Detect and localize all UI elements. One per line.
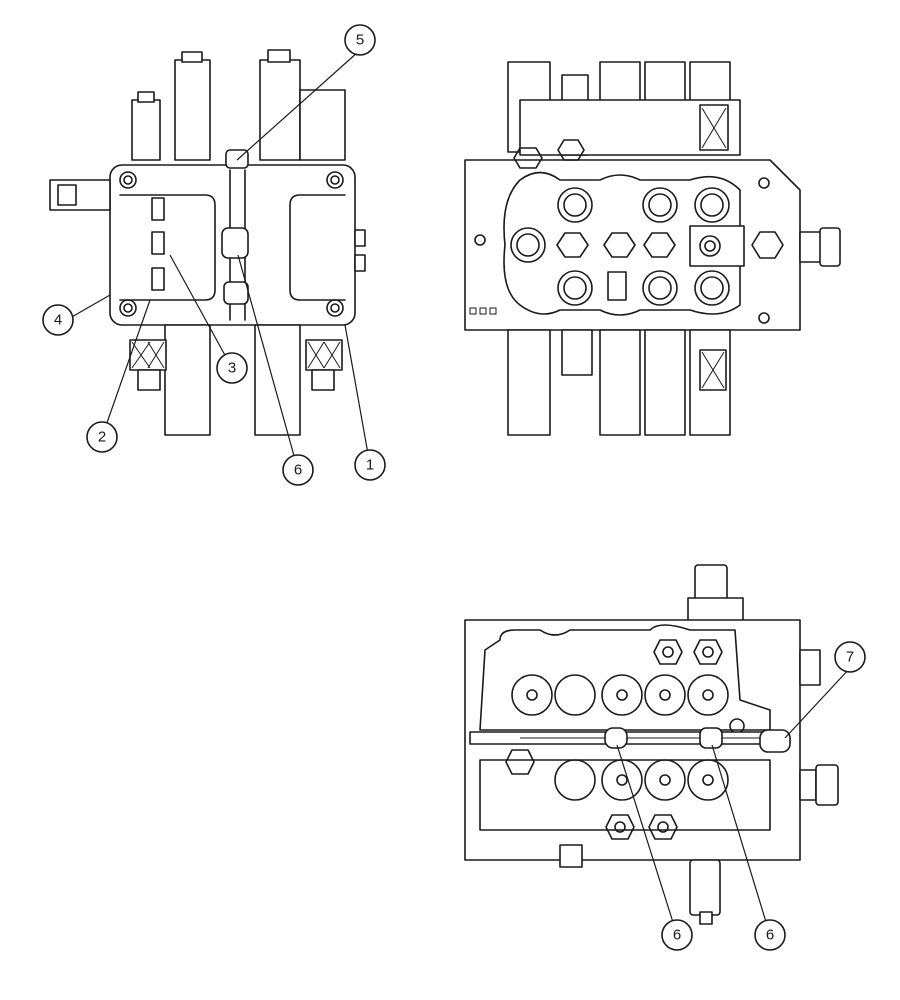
- leader-lines: [69, 51, 851, 936]
- left-end-view: [49, 49, 366, 436]
- callout-7: 7: [834, 641, 866, 673]
- leader-2: [101, 299, 151, 438]
- callout-6c: 6: [754, 919, 786, 951]
- top-view: [464, 61, 841, 436]
- callout-6b: 6: [661, 919, 693, 951]
- leader-6a: [237, 254, 299, 471]
- callout-5: 5: [344, 24, 376, 56]
- leader-6b: [616, 744, 678, 936]
- leader-5: [236, 51, 359, 161]
- leader-1: [344, 324, 371, 466]
- callout-3-label: 3: [228, 360, 236, 377]
- callout-6a-label: 6: [294, 462, 302, 479]
- leader-6c: [711, 744, 771, 936]
- callout-1: 1: [354, 449, 386, 481]
- callout-2-label: 2: [98, 429, 106, 446]
- callout-6b-label: 6: [673, 927, 681, 944]
- callout-6a: 6: [282, 454, 314, 486]
- callout-7-label: 7: [846, 649, 854, 666]
- callout-6c-label: 6: [766, 927, 774, 944]
- bottom-view: [464, 564, 839, 925]
- callout-5-label: 5: [356, 32, 364, 49]
- callout-3: 3: [216, 352, 248, 384]
- leader-7: [784, 667, 851, 739]
- callout-1-label: 1: [366, 457, 374, 474]
- callout-2: 2: [86, 421, 118, 453]
- callout-4-label: 4: [54, 312, 62, 329]
- leader-3: [169, 254, 233, 369]
- leader-4: [69, 294, 111, 319]
- callout-4: 4: [42, 304, 74, 336]
